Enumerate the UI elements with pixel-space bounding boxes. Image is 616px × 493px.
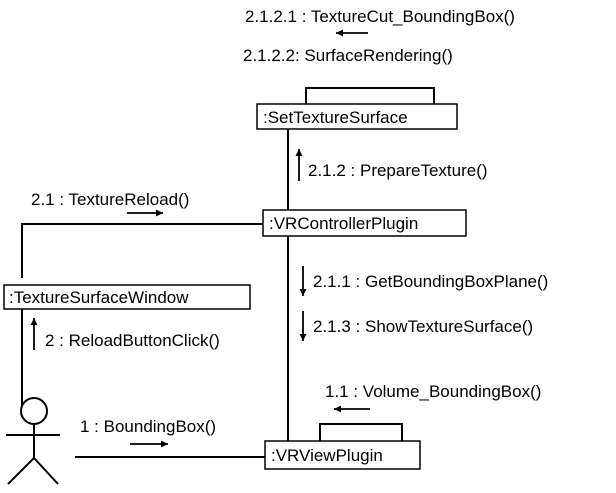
object-set-texture-surface-label: :SetTextureSurface <box>263 108 408 127</box>
object-set-texture-surface: :SetTextureSurface <box>256 103 458 130</box>
message-boundingbox: 1 : BoundingBox() <box>80 417 216 436</box>
message-texturecut-boundingbox: 2.1.2.1 : TextureCut_BoundingBox() <box>245 7 515 26</box>
object-vr-controller-plugin-label: :VRControllerPlugin <box>269 214 418 233</box>
object-texture-surface-window: :TextureSurfaceWindow <box>3 284 251 310</box>
message-preparetexture: 2.1.2 : PrepareTexture() <box>308 161 488 180</box>
link-window-controller <box>21 223 263 278</box>
object-vr-controller-plugin: :VRControllerPlugin <box>262 209 467 237</box>
object-texture-surface-window-label: :TextureSurfaceWindow <box>9 288 189 307</box>
object-vr-view-plugin: :VRViewPlugin <box>264 440 421 470</box>
message-getboundingboxplane: 2.1.1 : GetBoundingBoxPlane() <box>313 272 548 291</box>
message-reloadbuttonclick: 2 : ReloadButtonClick() <box>45 331 220 350</box>
actor-user-icon <box>6 397 60 485</box>
message-volume-boundingbox: 1.1 : Volume_BoundingBox() <box>325 382 541 401</box>
message-texturereload: 2.1 : TextureReload() <box>31 190 189 209</box>
message-showtexturesurface: 2.1.3 : ShowTextureSurface() <box>313 317 533 336</box>
object-vr-view-plugin-label: :VRViewPlugin <box>271 446 383 465</box>
message-surfacerendering: 2.1.2.2: SurfaceRendering() <box>243 46 453 65</box>
self-link-view <box>319 423 403 441</box>
self-link-settexture <box>305 87 435 104</box>
